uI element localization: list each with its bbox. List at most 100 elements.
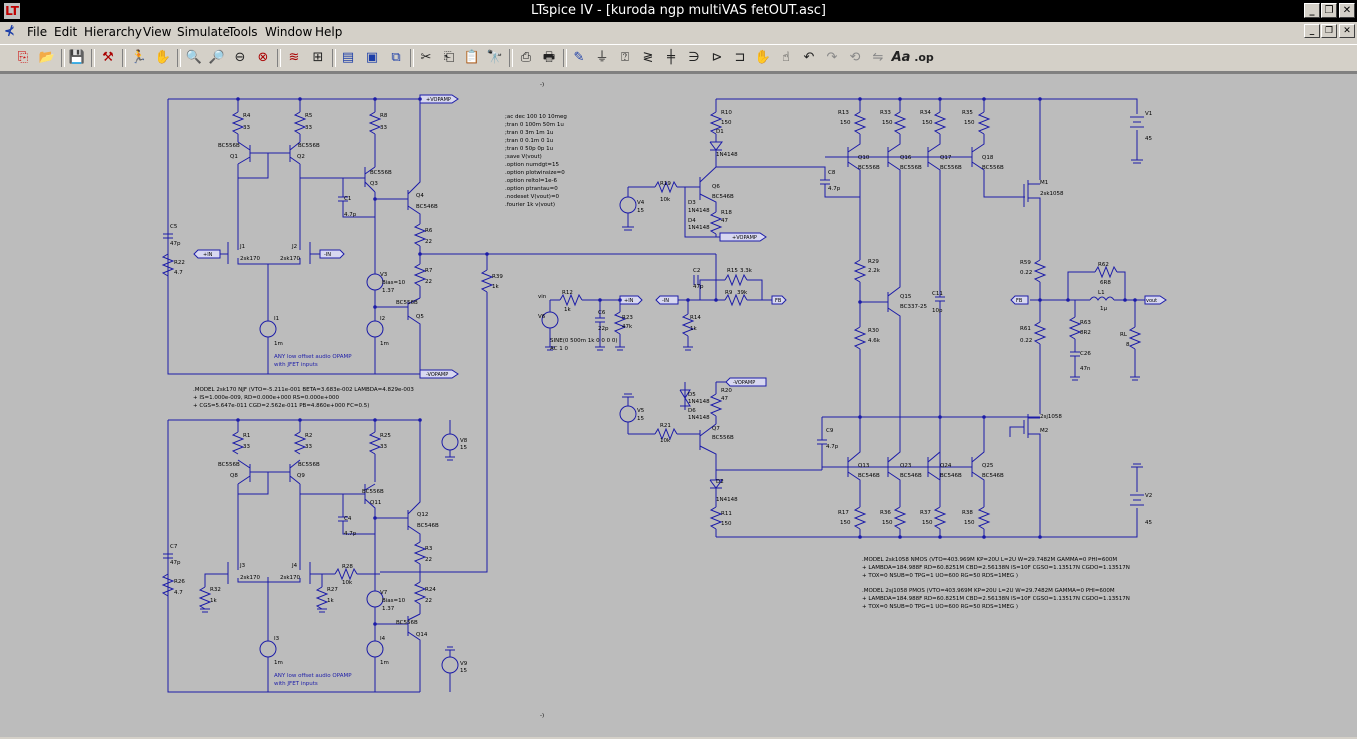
component-label[interactable]: R62 [1098,262,1109,268]
autorange-icon[interactable]: ≋ [288,50,300,65]
zoom-in-icon[interactable]: 🔍 [185,50,203,65]
spice-directive[interactable]: ;save V(vout) [505,154,542,160]
find-icon[interactable]: 🔭 [486,50,504,65]
menu-view[interactable]: View [143,25,172,39]
zoom-pan-icon[interactable]: 🔎 [208,50,226,65]
zoom-fit-icon[interactable]: ⊗ [257,50,269,65]
component-label[interactable]: C6 [598,310,606,316]
text-icon[interactable]: Aa [891,50,911,65]
net-label[interactable]: -VOPAMP [426,372,448,378]
net-label[interactable]: -VOPAMP [733,380,755,386]
mdi-close-button[interactable]: ✕ [1339,24,1355,38]
component-label[interactable]: V4 [637,200,645,206]
component-label[interactable]: R30 [868,328,879,334]
cascade-icon[interactable]: ⧉ [391,50,401,65]
mdi-restore-button[interactable]: ❐ [1321,24,1337,38]
component-label[interactable]: Q5 [416,314,424,320]
run-icon[interactable]: 🏃 [130,50,148,65]
net-label[interactable]: +VOPAMP [426,97,451,103]
component-label[interactable]: R21 [660,423,671,429]
component-label[interactable]: R1 [243,433,250,439]
component-label[interactable]: R35 [962,110,973,116]
capacitor-icon[interactable]: ╪ [667,50,675,65]
zoom-extents-icon[interactable]: ⊞ [312,50,324,65]
new-schematic-icon[interactable]: ⎘ [17,50,29,65]
component-label[interactable]: Q24 [940,463,952,469]
component-label[interactable]: Q1 [230,154,238,160]
drag-icon[interactable]: ☝ [782,50,790,65]
model-directive[interactable]: + TOX=0 NSUB=0 TPG=1 UO=600 RG=50 RDS=1M… [862,604,1018,610]
menu-simulate[interactable]: Simulate [177,25,231,39]
component-label[interactable]: R9 [725,290,733,296]
component-label[interactable]: I1 [274,316,279,322]
component-label[interactable]: D5 [688,392,696,398]
component-label[interactable]: C26 [1080,351,1091,357]
rotate-icon[interactable]: ⟲ [849,50,861,65]
opamp-note[interactable]: ANY low offset audio OPAMP [274,673,352,679]
net-label[interactable]: FB [775,298,782,304]
net-label[interactable]: -IN [324,252,331,258]
diode-icon[interactable]: ⊳ [711,50,723,65]
component-label[interactable]: C2 [693,268,700,274]
tile-horizontal-icon[interactable]: ▣ [365,50,379,65]
tile-vertical-icon[interactable]: ▤ [341,50,355,65]
net-label[interactable]: FB [1016,298,1023,304]
component-label[interactable]: J2 [291,244,297,250]
spice-directive[interactable]: ;tran 0 0.1m 0 1u [505,138,553,144]
spice-directive[interactable]: .option ptrantau=0 [505,186,558,192]
menu-edit[interactable]: Edit [54,25,78,39]
spice-directive[interactable]: .nodeset V(vout)=0 [505,194,560,200]
wire-icon[interactable]: ✎ [573,50,585,65]
component-label[interactable]: R22 [174,260,185,266]
component-label[interactable]: R37 [920,510,931,516]
component-label[interactable]: C11 [932,291,943,297]
component-label[interactable]: Q16 [900,155,912,161]
spice-directive[interactable]: .fourier 1k v(vout) [505,202,555,208]
component-label[interactable]: R4 [243,113,251,119]
component-label[interactable]: R10 [721,110,732,116]
open-icon[interactable]: 📂 [38,50,56,65]
model-directive[interactable]: .MODEL 2sj1058 PMOS (VTO=403.969M KP=20U… [862,588,1115,594]
opamp-note[interactable]: with JFET inputs [274,362,318,368]
component-label[interactable]: R28 [342,564,353,570]
spice-directive[interactable]: ;tran 0 100m 50m 1u [505,122,564,128]
component-label[interactable]: R18 [721,210,732,216]
component-label[interactable]: J1 [239,244,245,250]
component-label[interactable]: C5 [170,224,178,230]
net-label[interactable]: vout [1146,298,1157,304]
component-label[interactable]: R32 [210,587,221,593]
model-directive[interactable]: + CGS=5.647e-011 CGD=2.562e-011 PB=4.860… [193,403,369,409]
mdi-minimize-button[interactable]: _ [1304,24,1320,38]
component-label[interactable]: R5 [305,113,313,119]
component-label[interactable]: V8 [460,438,468,444]
component-label[interactable]: R34 [920,110,931,116]
model-directive[interactable]: + LAMBDA=184.988F RD=60.8251M CBD=2.5613… [862,596,1130,602]
component-label[interactable]: Q25 [982,463,994,469]
control-panel-icon[interactable]: ⚒ [102,50,114,65]
component-label[interactable]: V2 [1145,493,1152,499]
model-directive[interactable]: + TOX=0 NSUB=0 TPG=1 UO=600 RG=50 RDS=1M… [862,573,1018,579]
component-label[interactable]: R2 [305,433,312,439]
ltspice-app-icon[interactable]: LT [4,3,20,19]
component-label[interactable]: R13 [838,110,849,116]
component-label[interactable]: D6 [688,408,696,414]
component-label[interactable]: Q15 [900,294,912,300]
component-label[interactable]: C4 [344,516,352,522]
label-net-icon[interactable]: ⍰ [621,50,629,65]
component-label[interactable]: R6 [425,228,433,234]
save-icon[interactable]: 💾 [68,50,86,65]
component-label[interactable]: D1 [716,129,724,135]
component-label[interactable]: M2 [1040,428,1048,434]
component-label[interactable]: R61 [1020,326,1031,332]
menu-help[interactable]: Help [315,25,343,39]
component-label[interactable]: I4 [380,636,386,642]
copy-icon[interactable]: ⎗ [443,50,455,65]
spice-directive[interactable]: .option reltol=1e-6 [505,178,557,184]
model-directive[interactable]: + LAMBDA=184.988F RD=60.8251M CBD=2.5613… [862,565,1130,571]
menu-hierarchy[interactable]: Hierarchy [84,25,143,39]
print-setup-icon[interactable]: ⎙ [520,50,532,65]
component-label[interactable]: Q13 [858,463,870,469]
opamp-note[interactable]: with JFET inputs [274,681,318,687]
menu-window[interactable]: Window [265,25,313,39]
component-label[interactable]: R14 [690,315,701,321]
